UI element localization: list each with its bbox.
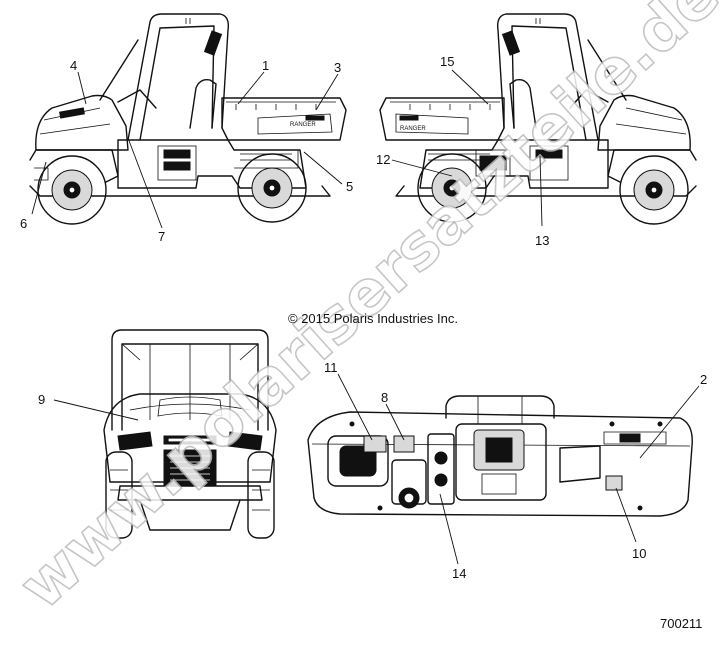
callout-2: 2 (700, 372, 707, 387)
callout-6: 6 (20, 216, 27, 231)
callout-5: 5 (346, 179, 353, 194)
callout-15: 15 (440, 54, 454, 69)
copyright-text: © 2015 Polaris Industries Inc. (288, 311, 458, 326)
callout-1: 1 (262, 58, 269, 73)
dashboard-view (307, 395, 693, 517)
callout-7: 7 (158, 229, 165, 244)
figure-number: 700211 (660, 616, 702, 631)
ranger-badge-right: RANGER (400, 126, 426, 132)
callout-11: 11 (324, 360, 338, 375)
callout-14: 14 (452, 566, 466, 581)
callout-12: 12 (376, 152, 390, 167)
callout-10: 10 (632, 546, 646, 561)
vehicle-left-side-view: RANGER (29, 13, 347, 225)
leader-lines (31, 69, 700, 565)
ranger-badge-left: RANGER (290, 122, 316, 128)
callout-4: 4 (70, 58, 77, 73)
callout-13: 13 (535, 233, 549, 248)
callout-9: 9 (38, 392, 45, 407)
callout-3: 3 (334, 60, 341, 75)
vehicle-front-view (103, 329, 277, 539)
callout-8: 8 (381, 390, 388, 405)
